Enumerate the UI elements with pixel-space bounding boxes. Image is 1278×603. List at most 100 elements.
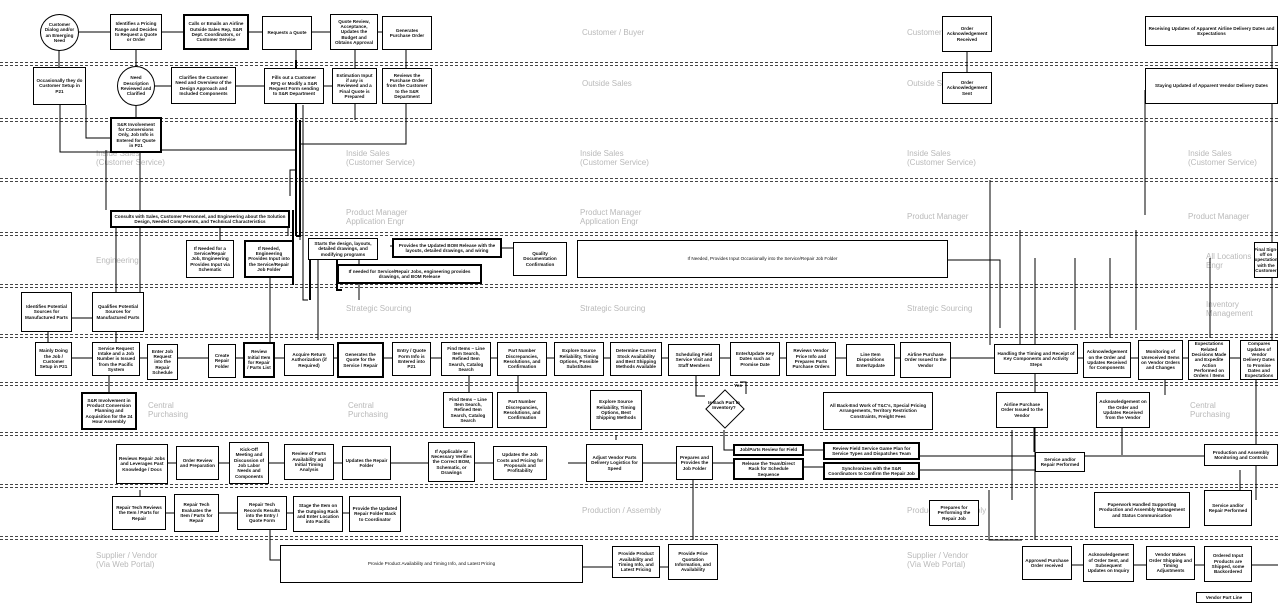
process-box: Receiving Updates of Apparent Airline De… bbox=[1145, 16, 1278, 46]
process-box: S&R Involvement for Conversions Only, Jo… bbox=[110, 117, 162, 153]
lane-divider bbox=[0, 484, 1278, 485]
process-box: Review Field Service Game Plan for Servi… bbox=[823, 442, 920, 460]
process-box: Airline Purchase Order Issued to the Ven… bbox=[900, 342, 951, 378]
lane-divider bbox=[0, 232, 1278, 233]
start-node-customer-dialog: Customer Dialog and/or an Emerging Need bbox=[40, 14, 79, 51]
lane-divider bbox=[0, 337, 1278, 338]
lane-divider bbox=[0, 385, 1278, 386]
process-box: Repair Tech Reviews the Item / Parts for… bbox=[112, 496, 166, 530]
process-box: Fills out a Customer RFQ or Modify a S&R… bbox=[264, 68, 324, 104]
lane-divider bbox=[0, 62, 1278, 63]
process-box: Generates the Quote for the Service / Re… bbox=[337, 342, 384, 378]
process-box: Explore Source Reliability, Timing Optio… bbox=[590, 390, 642, 430]
process-box: All Back-End Work of T&C's, Special Pric… bbox=[823, 392, 933, 430]
process-box: If Applicable or Necessary Verifies the … bbox=[428, 442, 475, 482]
process-box: Acknowledgement on the Order and Updates… bbox=[1096, 392, 1150, 428]
process-box: Adjust Vendor Parts Delivery Logistics f… bbox=[586, 444, 643, 482]
process-box: Final Sign-off on Expectations with the … bbox=[1254, 242, 1278, 278]
process-box: Part Number Discrepancies, Resolutions, … bbox=[497, 342, 547, 376]
process-box: Find Items – Line Item Search, Refined I… bbox=[443, 392, 493, 428]
process-box: Clarifies the Customer Need and Overview… bbox=[171, 67, 236, 104]
lane-divider bbox=[0, 121, 1278, 122]
process-box: Synchronizes with the S&R Coordinators t… bbox=[823, 462, 920, 480]
process-box: Service Request Intake and a Job Number … bbox=[92, 342, 140, 376]
process-box: Generates Purchase Order bbox=[382, 16, 432, 50]
process-box: Line Item Dispositions Enter/Update bbox=[846, 344, 895, 376]
process-box: Prepares and Provides the Job Folder bbox=[676, 446, 713, 480]
process-box: Provide Product Availability and Timing … bbox=[612, 546, 660, 578]
process-box: Identifies a Pricing Range and Decides t… bbox=[110, 14, 162, 50]
process-box: Scheduling Field Service Visit and Staff… bbox=[668, 344, 720, 376]
process-box: Determine Current Stock Availability and… bbox=[610, 342, 662, 376]
process-box: Service and/or Repair Performed bbox=[1204, 490, 1252, 526]
lane-divider bbox=[0, 334, 1278, 335]
process-box: Kick-Off Meeting and Discussion of Job L… bbox=[229, 442, 269, 484]
lane-divider bbox=[0, 235, 1278, 236]
process-box: Mainly Doing the Job / Customer Setup in… bbox=[35, 342, 72, 376]
process-box: Vendor Makes Order Shipping and Timing A… bbox=[1146, 546, 1195, 580]
lane-divider bbox=[0, 536, 1278, 537]
process-box: Enter/Update Key Dates such as Promise D… bbox=[730, 342, 780, 376]
process-box: If Needed, Engineering Provides Input in… bbox=[244, 240, 294, 278]
decision-yes-label: Yes bbox=[734, 383, 742, 388]
process-box: If Needed, Provides Input Occasionally i… bbox=[577, 240, 948, 278]
process-box: Provide Price Quotation Information, and… bbox=[668, 544, 718, 580]
process-box: Estimation Input if any is Reviewed and … bbox=[332, 68, 377, 104]
process-box: Repair Tech Records Results into the Ent… bbox=[237, 496, 287, 530]
lane-divider bbox=[0, 178, 1278, 179]
process-box: Staying Updated of Apparent Vendor Deliv… bbox=[1145, 68, 1278, 104]
process-box: Calls or Emails an Airline Outside Sales… bbox=[183, 14, 249, 50]
process-box: Quote Review, Acceptance, Updates the Bu… bbox=[330, 14, 378, 50]
process-box: Identifies Potential Sources for Manufac… bbox=[21, 292, 72, 332]
process-box: Expectations Related Decisions Made and … bbox=[1188, 340, 1230, 380]
process-box: Monitoring of Unreceived Items on Vendor… bbox=[1138, 340, 1183, 380]
lane-divider bbox=[0, 539, 1278, 540]
process-box: Vendor Part Line bbox=[1196, 592, 1252, 603]
process-box: Review of Parts Availability and Initial… bbox=[284, 444, 334, 480]
process-box: Starts the design, layouts, detailed dra… bbox=[308, 238, 378, 260]
process-box: Acknowledgement of Order Sent, and Subse… bbox=[1083, 544, 1134, 582]
process-box: Job/Parts Review for Field bbox=[733, 444, 804, 456]
process-box: Prepares for Performing the Repair Job bbox=[929, 500, 979, 526]
lane-divider bbox=[0, 284, 1278, 285]
process-box: Find Items – Line Item Search, Refined I… bbox=[441, 342, 491, 376]
process-box: Create Repair Folder bbox=[208, 344, 236, 378]
process-box: Approved Purchase Order received bbox=[1022, 546, 1072, 580]
process-box: Compares Updates of Vendor Delivery Date… bbox=[1240, 340, 1278, 380]
lane-divider bbox=[0, 435, 1278, 436]
process-box: If needed for Service/Repair Jobs, engin… bbox=[337, 264, 482, 284]
process-box: Provides the Updated BOM Release with th… bbox=[392, 238, 502, 258]
process-box: S&R Involvement in Product Conversion Pl… bbox=[81, 392, 137, 430]
process-box: Service and/or Repair Performed bbox=[1035, 452, 1085, 472]
process-box: Reviews the Purchase Order from the Cust… bbox=[382, 68, 432, 104]
lane-divider bbox=[0, 65, 1278, 66]
process-box: Acknowledgement on the Order and Updates… bbox=[1083, 342, 1131, 378]
process-box: Release the Team/Direct Rack for Schedul… bbox=[733, 458, 804, 480]
process-box: Reviews Repair Jobs and Leverages Past K… bbox=[116, 444, 168, 484]
process-box: If Needed for a Service/Repair Job, Engi… bbox=[186, 240, 234, 278]
process-box: Handling the Timing and Receipt of Key C… bbox=[994, 344, 1078, 374]
process-box: Paperwork Handled Supporting Production … bbox=[1094, 492, 1190, 528]
process-box: Order Acknowledgement Received bbox=[942, 16, 992, 52]
process-box: Updates the Job Costs and Pricing for Pr… bbox=[493, 446, 547, 480]
lane-divider bbox=[0, 382, 1278, 383]
process-box: Airline Purchase Order Issued to the Ven… bbox=[996, 392, 1048, 428]
process-box: Order Review and Preparation bbox=[176, 446, 219, 480]
lane-divider bbox=[0, 487, 1278, 488]
process-box: Enter Job Request into the Repair Schedu… bbox=[147, 344, 178, 380]
process-box: Consults with Sales, Customer Personnel,… bbox=[110, 210, 290, 228]
process-box: Order Acknowledgement Sent bbox=[942, 72, 992, 104]
decision-label: Is Each Part in Inventory? bbox=[708, 400, 740, 411]
lane-divider bbox=[0, 432, 1278, 433]
process-box: Ordered Input Products are Shipped, some… bbox=[1204, 546, 1252, 582]
process-box: Provide the Updated Repair Folder Back t… bbox=[349, 496, 401, 532]
process-box: Provide Product Availability and Timing … bbox=[280, 545, 583, 583]
lane-divider bbox=[0, 118, 1278, 119]
process-box: Updates the Repair Folder bbox=[342, 446, 391, 480]
node-need-description: Need Description Reviewed and Clarified bbox=[117, 66, 155, 106]
lane-divider bbox=[0, 181, 1278, 182]
process-box: Occasionally they do Customer Setup in P… bbox=[33, 67, 86, 105]
process-box: Review Initial Item for Repair / Parts L… bbox=[243, 342, 275, 378]
